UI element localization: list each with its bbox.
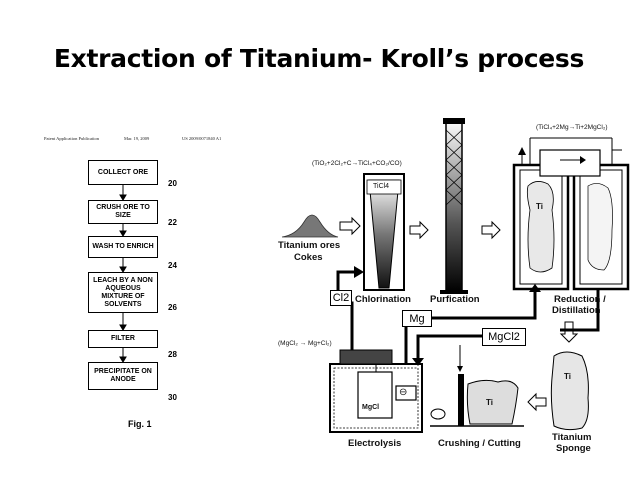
figure-label: Fig. 1	[128, 419, 152, 429]
reduction-equation: (TiCl₄+2Mg→Ti+2MgCl₂)	[536, 124, 608, 131]
mg-box: Mg	[402, 310, 432, 327]
feed-arrow-icon	[339, 216, 361, 236]
flow-step-wash: WASH TO ENRICH	[88, 236, 158, 258]
purification-column-icon	[440, 118, 468, 294]
cokes-label: Cokes	[294, 252, 323, 263]
flow-step-filter: FILTER	[88, 330, 158, 348]
crushing-label: Crushing / Cutting	[438, 438, 521, 449]
reduction-label: Reduction /	[554, 294, 606, 305]
transfer-arrow-icon	[409, 220, 429, 240]
ore-pile-icon	[281, 214, 339, 238]
chlorination-equation: (TiO₂+2Cl₂+C→TiCl₄+CO₂/CO)	[312, 160, 402, 167]
patent-header-number: US 2009/0071840 A1	[182, 136, 222, 141]
purification-label: Purfication	[430, 294, 480, 305]
patent-header-left: Patent Application Publication	[44, 136, 99, 141]
electrolysis-cell-icon	[329, 349, 423, 433]
ticl4-label: TiCl4	[373, 183, 390, 190]
flow-step-number: 28	[168, 350, 177, 359]
flow-step-leach: LEACH BY A NON AQUEOUS MIXTURE OF SOLVEN…	[88, 272, 158, 313]
chlorinator-icon	[363, 173, 405, 291]
flow-step-number: 24	[168, 261, 177, 270]
flow-step-number: 26	[168, 303, 177, 312]
ti-reactor-label: Ti	[536, 202, 543, 211]
flow-step-number: 30	[168, 393, 177, 402]
flow-step-collect-ore: COLLECT ORE	[88, 160, 158, 185]
electrolysis-label: Electrolysis	[348, 438, 402, 449]
mgcl2-box: MgCl2	[482, 328, 526, 346]
ores-label: Titanium ores	[278, 240, 341, 251]
reduction-vessel-icon	[512, 137, 630, 291]
left-arrow-icon	[527, 392, 547, 412]
cl2-box: Cl2	[330, 290, 352, 306]
ti-sponge-label: Ti	[564, 372, 571, 381]
titanium-label: Titanium	[552, 432, 592, 443]
ti-crusher-label: Ti	[486, 398, 493, 407]
distillation-label: Distillation	[552, 305, 601, 316]
electrolysis-cell-label: MgCl	[362, 404, 380, 411]
flow-step-crush-ore: CRUSH ORE TO SIZE	[88, 200, 158, 224]
sponge-label: Sponge	[556, 443, 591, 454]
page-title: Extraction of Titanium- Kroll’s process	[53, 44, 585, 73]
flow-step-number: 20	[168, 179, 177, 188]
chlorination-label: Chlorination	[355, 294, 411, 305]
electrolysis-equation: (MgCl₂ → Mg+Cl₂)	[278, 340, 332, 347]
flow-step-precipitate: PRECIPITATE ON ANODE	[88, 362, 158, 390]
transfer-arrow-icon	[481, 220, 501, 240]
crusher-icon	[430, 345, 524, 427]
electrode-icon: ⊖	[399, 387, 408, 398]
patent-header-date: Mar. 19, 2009	[124, 136, 150, 141]
down-arrow-icon	[559, 321, 579, 343]
flow-step-number: 22	[168, 218, 177, 227]
titanium-sponge-icon	[550, 351, 589, 431]
